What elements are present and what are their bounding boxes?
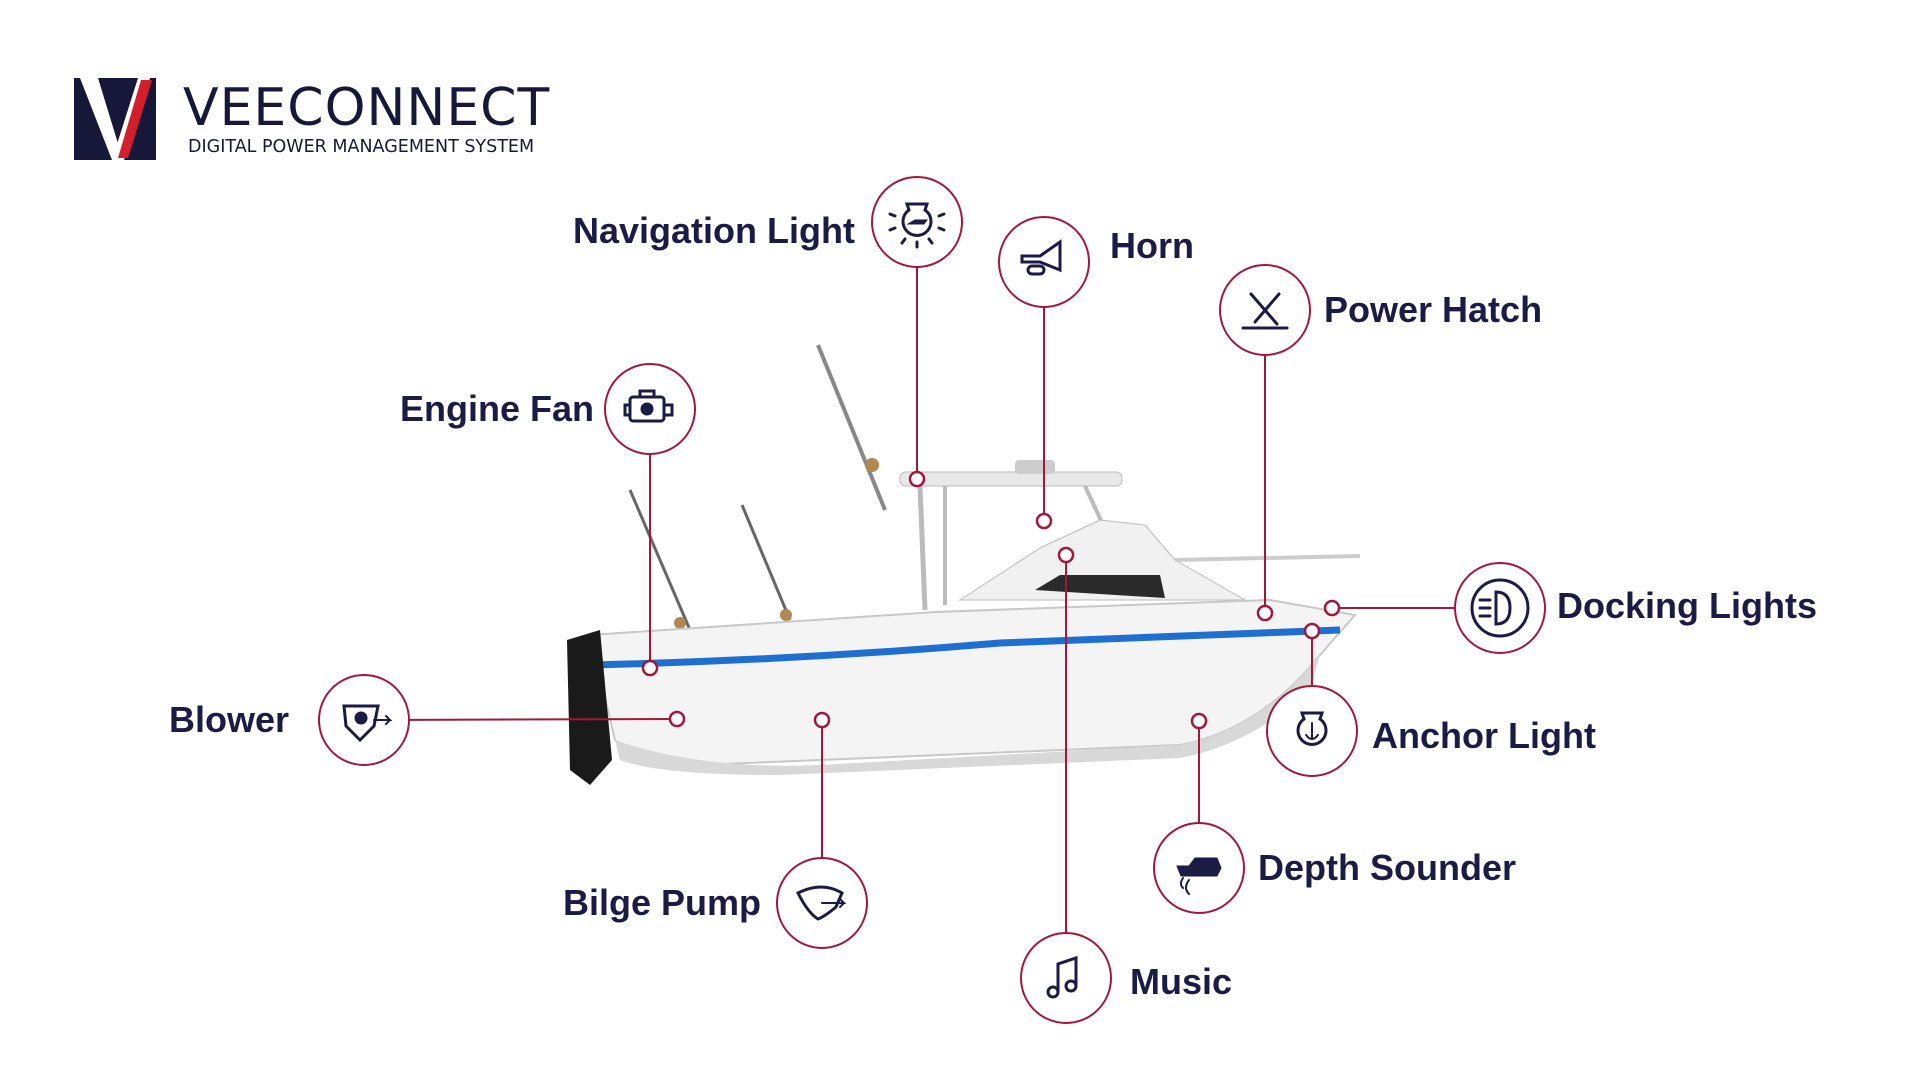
callout-navigation-light[interactable] — [871, 176, 963, 488]
label-music: Music — [1130, 961, 1233, 1002]
callout-horn[interactable] — [998, 216, 1090, 530]
icon-circle[interactable] — [1454, 562, 1546, 654]
horn-icon — [1020, 239, 1062, 276]
callout-power-hatch[interactable] — [1219, 264, 1311, 622]
brand-name: VEECONNECT — [183, 78, 551, 138]
label-horn: Horn — [1110, 225, 1194, 266]
callout-music[interactable] — [1020, 546, 1112, 1024]
bilge-pump-icon — [795, 885, 847, 921]
label-power-hatch: Power Hatch — [1324, 289, 1543, 330]
anchor-dot — [1256, 604, 1274, 622]
label-navigation-light: Navigation Light — [573, 210, 855, 251]
label-blower: Blower — [168, 699, 289, 740]
engine-fan-icon — [623, 389, 674, 423]
navigation-light-icon — [888, 202, 946, 249]
anchor-dot — [641, 659, 659, 677]
icon-circle[interactable] — [1020, 932, 1112, 1024]
anchor-light-icon — [1296, 711, 1328, 746]
anchor-dot — [1323, 599, 1341, 617]
docking-lights-icon — [1470, 578, 1530, 638]
label-depth-sounder: Depth Sounder — [1258, 847, 1516, 888]
anchor-dot — [1303, 622, 1321, 640]
anchor-dot — [813, 711, 831, 729]
anchor-dot — [668, 710, 686, 728]
connector-line — [363, 718, 678, 721]
callout-engine-fan[interactable] — [604, 363, 696, 677]
boat-illustration — [567, 344, 1361, 785]
label-docking-lights: Docking Lights — [1557, 585, 1817, 626]
label-bilge-pump: Bilge Pump — [562, 882, 761, 923]
callout-blower[interactable] — [318, 674, 686, 766]
anchor-dot — [908, 470, 926, 488]
label-engine-fan: Engine Fan — [399, 388, 594, 429]
anchor-dot — [1190, 712, 1208, 730]
music-icon — [1046, 955, 1078, 999]
veeconnect-logo-icon — [74, 78, 156, 160]
label-anchor-light: Anchor Light — [1372, 715, 1596, 756]
depth-sounder-icon — [1176, 857, 1222, 894]
blower-icon — [342, 704, 393, 743]
brand-tagline: DIGITAL POWER MANAGEMENT SYSTEM — [188, 137, 535, 157]
callout-depth-sounder[interactable] — [1153, 712, 1245, 914]
anchor-dot — [1035, 512, 1053, 530]
power-hatch-icon — [1241, 292, 1289, 330]
callout-docking-lights[interactable] — [1323, 562, 1546, 654]
callout-bilge-pump[interactable] — [776, 711, 868, 949]
callout-anchor-light[interactable] — [1266, 622, 1358, 777]
anchor-dot — [1057, 546, 1075, 564]
